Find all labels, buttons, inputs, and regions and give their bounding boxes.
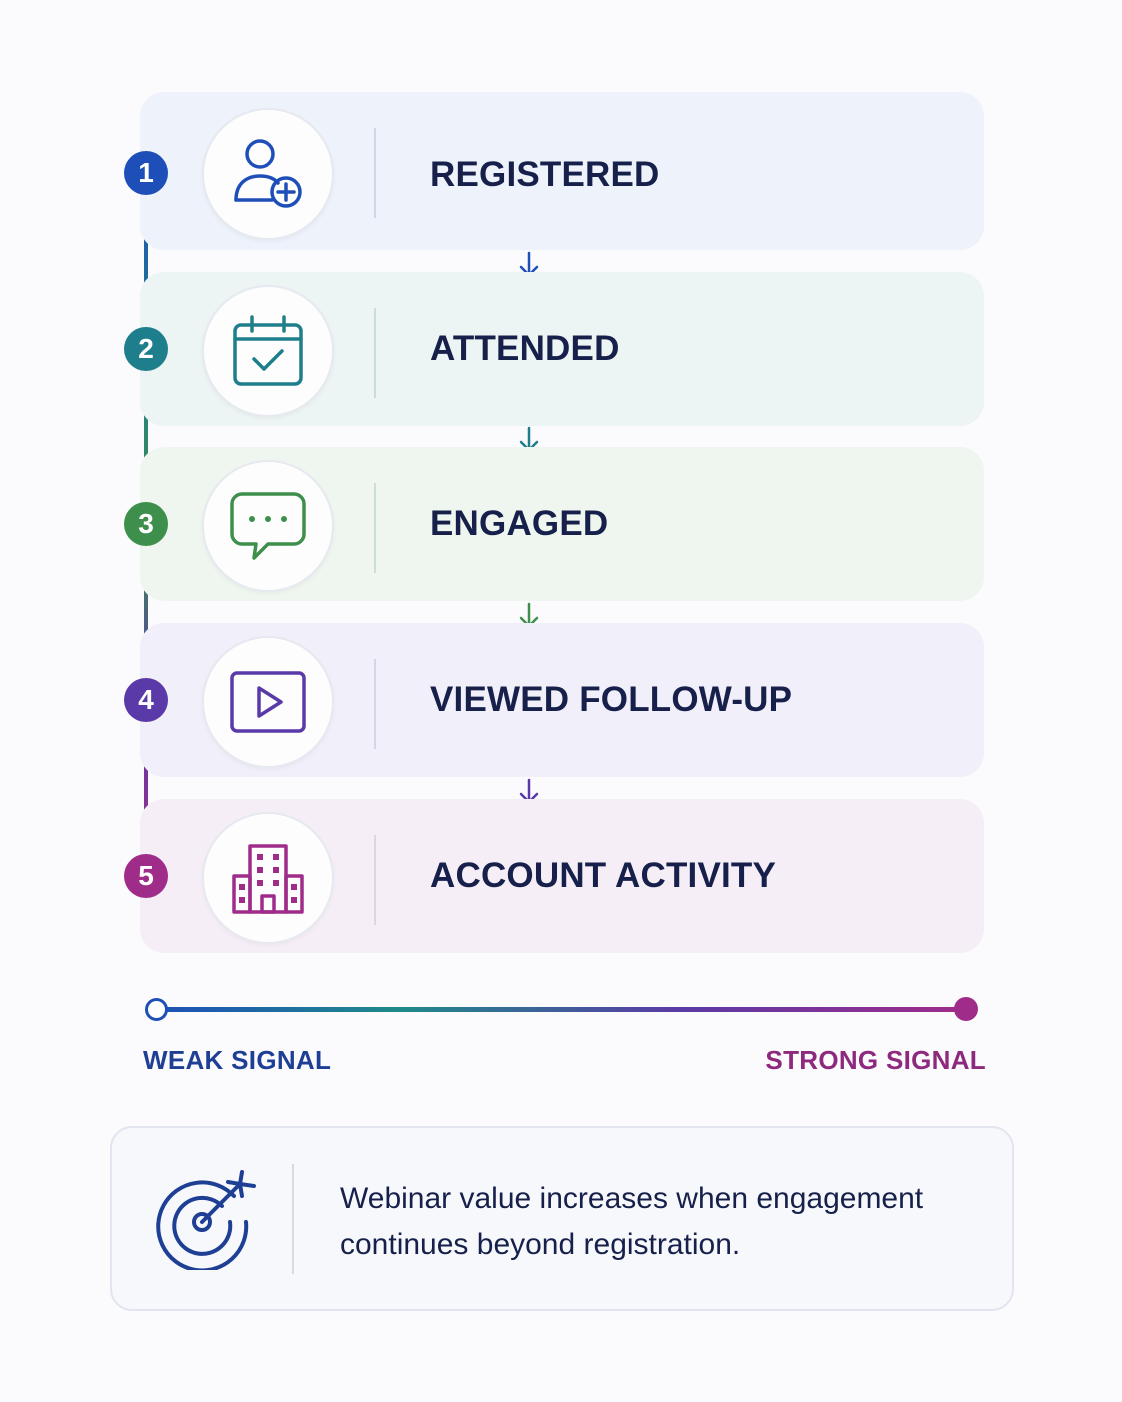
step-badge-4: 4	[124, 678, 168, 722]
note-divider	[292, 1164, 294, 1274]
stage-divider	[374, 128, 376, 218]
stage-icon-circle	[202, 285, 334, 417]
stage-divider	[374, 835, 376, 925]
step-badge-1: 1	[124, 151, 168, 195]
stage-card-viewed-follow-up: VIEWED FOLLOW-UP	[140, 623, 984, 777]
signal-end-marker	[954, 997, 978, 1021]
stage-label: ENGAGED	[430, 504, 609, 543]
stage-label: ACCOUNT ACTIVITY	[430, 856, 777, 895]
signal-start-marker	[145, 998, 168, 1021]
signal-strength-track	[156, 1007, 966, 1012]
stage-label: ATTENDED	[430, 329, 620, 368]
chat-bubble-icon	[230, 492, 306, 560]
target-icon	[156, 1170, 256, 1270]
weak-signal-label: WEAK SIGNAL	[143, 1045, 332, 1075]
note-card: Webinar value increases when engagement …	[110, 1126, 1014, 1311]
building-icon	[232, 844, 304, 914]
strong-signal-label: STRONG SIGNAL	[765, 1045, 986, 1075]
video-play-icon	[230, 671, 306, 733]
stage-divider	[374, 483, 376, 573]
stage-label: VIEWED FOLLOW-UP	[430, 680, 793, 719]
stage-divider	[374, 659, 376, 749]
user-add-icon	[234, 139, 302, 208]
stage-icon-circle	[202, 108, 334, 240]
step-badge-3: 3	[124, 502, 168, 546]
stage-icon-circle	[202, 636, 334, 768]
step-badge-5: 5	[124, 854, 168, 898]
step-badge-2: 2	[124, 327, 168, 371]
stage-card-registered: REGISTERED	[140, 92, 984, 250]
calendar-check-icon	[233, 315, 303, 386]
stage-divider	[374, 308, 376, 398]
stage-icon-circle	[202, 812, 334, 944]
stage-card-account-activity: ACCOUNT ACTIVITY	[140, 799, 984, 953]
stage-card-attended: ATTENDED	[140, 272, 984, 426]
stage-icon-circle	[202, 460, 334, 592]
stage-label: REGISTERED	[430, 155, 660, 194]
note-text: Webinar value increases when engagement …	[340, 1182, 924, 1261]
stage-card-engaged: ENGAGED	[140, 447, 984, 601]
